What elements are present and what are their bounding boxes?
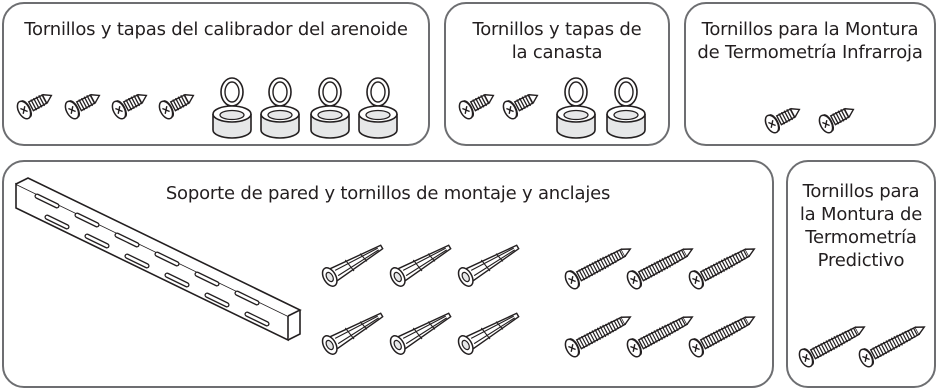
short-screw-icon — [499, 86, 543, 122]
wall-bracket-icon — [15, 177, 302, 342]
panel-title-wall: Soporte de pared y tornillos de montaje … — [165, 183, 611, 204]
basket-hardware-panel: Tornillos y tapas de la canasta — [444, 2, 670, 146]
calibrator-hardware-illustration — [13, 77, 398, 139]
snap-cap-icon — [556, 77, 596, 139]
infrared-screws-illustration — [761, 100, 859, 136]
wall-anchor-icon — [386, 237, 456, 290]
wall-anchor-icon — [454, 305, 524, 358]
snap-cap-icon — [310, 77, 350, 139]
panel-title-basket: Tornillos y tapas de la canasta — [472, 19, 642, 63]
long-screw-icon — [855, 317, 930, 370]
panel-title-predictive: Tornillos para la Montura de Termometría… — [799, 181, 923, 271]
short-screw-icon — [815, 100, 859, 136]
calibrator-hardware-panel: Tornillos y tapas del calibrador del are… — [2, 2, 430, 146]
predictive-screws-illustration — [795, 317, 930, 370]
short-screw-icon — [13, 86, 57, 122]
basket-hardware-illustration — [455, 77, 646, 139]
snap-cap-icon — [212, 77, 252, 139]
snap-cap-icon — [358, 77, 398, 139]
short-screw-icon — [61, 86, 105, 122]
predictive-mount-panel: Tornillos para la Montura de Termometría… — [786, 160, 936, 388]
long-screw-icon — [561, 239, 636, 292]
short-screw-icon — [455, 86, 499, 122]
wall-mount-panel: Soporte de pared y tornillos de montaje … — [2, 160, 774, 388]
wall-mount-illustration — [15, 177, 760, 360]
snap-cap-icon — [260, 77, 300, 139]
long-screw-icon — [795, 317, 870, 370]
wall-anchor-icon — [318, 305, 388, 358]
panel-title-infrared: Tornillos para la Montura de Termometría… — [697, 19, 923, 63]
panel-title-calibrator: Tornillos y tapas del calibrador del are… — [24, 19, 408, 40]
long-screw-icon — [623, 239, 698, 292]
long-screw-icon — [623, 307, 698, 360]
wall-anchor-icon — [386, 305, 456, 358]
infrared-mount-panel: Tornillos para la Montura de Termometría… — [684, 2, 936, 146]
wall-anchor-icon — [454, 237, 524, 290]
short-screw-icon — [761, 100, 805, 136]
short-screw-icon — [155, 86, 199, 122]
long-screw-icon — [685, 239, 760, 292]
long-screw-icon — [685, 307, 760, 360]
short-screw-icon — [108, 86, 152, 122]
long-screw-icon — [561, 307, 636, 360]
snap-cap-icon — [606, 77, 646, 139]
wall-anchor-icon — [318, 237, 388, 290]
